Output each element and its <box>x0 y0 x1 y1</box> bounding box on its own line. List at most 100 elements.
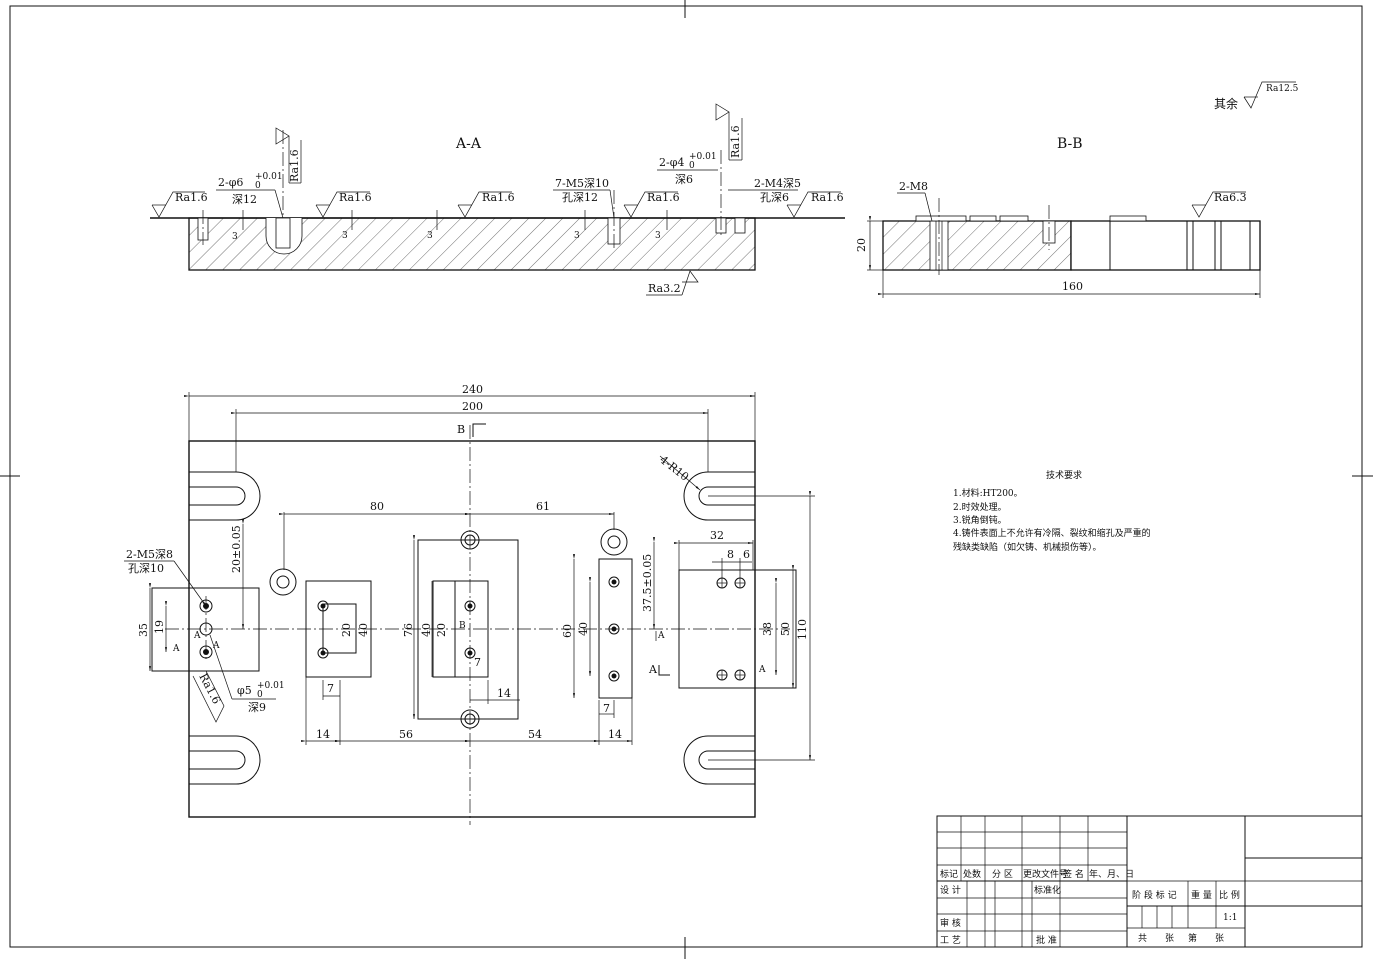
tech-req-item-1: 1.材料:HT200。 <box>953 487 1023 499</box>
plan-phi5-label: φ5 <box>237 684 252 697</box>
dim-60: 60 <box>561 624 574 638</box>
dim-61: 61 <box>536 500 550 513</box>
pad-left <box>151 587 260 672</box>
svg-text:+0.01: +0.01 <box>689 152 717 162</box>
marker-a-mid: A <box>657 631 665 641</box>
dim-14-left: 14 <box>316 728 330 741</box>
tech-req-item-3: 3.锐角倒钝。 <box>953 514 1007 526</box>
marker-a-left-3: A <box>172 644 180 654</box>
tb-sheet-unit2: 张 <box>1215 933 1224 944</box>
svg-text:Ra1.6: Ra1.6 <box>647 191 680 204</box>
tb-design: 设 计 <box>940 884 961 896</box>
slot-top-left <box>189 471 261 521</box>
aa-callout-phi4: 2-φ4 +0.01 0 深6 <box>657 152 718 186</box>
dim-37-5: 37.5±0.05 <box>641 554 654 612</box>
aa-small-dim-2: 3 <box>342 231 348 241</box>
section-aa-title: A-A <box>455 136 482 152</box>
svg-text:0: 0 <box>255 181 261 191</box>
dim-20-tol: 20±0.05 <box>230 525 243 573</box>
bb-length-dim: 160 <box>1062 280 1083 293</box>
aa-roughness-bottom: Ra3.2 <box>646 270 699 296</box>
aa-small-dim-5: 3 <box>655 231 661 241</box>
dim-35: 35 <box>137 623 150 637</box>
dim-76: 76 <box>402 623 415 637</box>
tech-req-item-4: 4.铸件表面上不允许有冷隔、裂纹和缩孔及严重的 <box>953 527 1151 539</box>
svg-text:Ra1.6: Ra1.6 <box>175 191 208 204</box>
plan-phi5-depth: 深9 <box>248 701 266 714</box>
dim-20-center: 20 <box>435 623 448 637</box>
section-aa-view: A-A 3 3 3 3 3 Ra1.6 Ra1.6 <box>150 103 845 296</box>
tb-sheets-unit: 张 <box>1165 933 1174 944</box>
tb-header-zone: 分 区 <box>992 869 1013 880</box>
svg-text:Ra1.6: Ra1.6 <box>339 191 372 204</box>
marker-a-left: A <box>193 631 201 641</box>
dim-7-pad2: 7 <box>327 682 334 695</box>
dim-14-center: 14 <box>497 687 511 700</box>
svg-text:孔深12: 孔深12 <box>562 191 598 204</box>
svg-text:Ra1.6: Ra1.6 <box>482 191 515 204</box>
aa-small-dim-3: 3 <box>427 231 433 241</box>
dim-8: 8 <box>727 548 734 561</box>
slot-top-right <box>683 471 755 521</box>
dim-6: 6 <box>743 548 750 561</box>
dim-54: 54 <box>528 728 542 741</box>
dim-19: 19 <box>153 620 166 634</box>
dim-32: 32 <box>710 529 724 542</box>
tech-req-title: 技术要求 <box>1046 469 1082 481</box>
bb-roughness: Ra6.3 <box>1214 191 1247 204</box>
svg-text:Ra1.6: Ra1.6 <box>288 149 301 182</box>
pad-2 <box>305 580 372 678</box>
tb-sheets-total: 共 <box>1138 933 1147 944</box>
dim-38: 38 <box>761 622 774 636</box>
aa-roughness-1: Ra1.6 <box>151 191 208 218</box>
tb-standard: 标准化 <box>1034 884 1061 896</box>
aa-roughness-4: Ra1.6 <box>623 191 680 218</box>
svg-text:深12: 深12 <box>232 193 257 206</box>
svg-text:2-φ6: 2-φ6 <box>218 176 243 189</box>
aa-small-dim-1: 3 <box>232 232 238 242</box>
general-roughness-label: 其余 <box>1214 96 1238 111</box>
tb-header-mark: 标记 <box>940 868 958 880</box>
marker-b-center: B <box>459 621 466 631</box>
tb-header-sign: 签 名 <box>1063 868 1084 880</box>
dim-110: 110 <box>796 619 809 640</box>
aa-callout-phi6: 2-φ6 +0.01 0 深12 <box>216 172 284 219</box>
svg-text:+0.01: +0.01 <box>255 172 283 182</box>
plan-m5-depth: 孔深10 <box>128 562 164 575</box>
plan-outline <box>188 440 756 818</box>
svg-text:2-M4深5: 2-M4深5 <box>754 177 801 190</box>
technical-requirements: 技术要求 1.材料:HT200。 2.时效处理。 3.锐角倒钝。 4.铸件表面上… <box>953 469 1151 553</box>
aa-small-dim-4: 3 <box>574 231 580 241</box>
tb-ratio: 比 例 <box>1219 889 1240 901</box>
aa-roughness-vertical-right: Ra1.6 <box>715 103 743 161</box>
general-roughness: 其余 Ra12.5 <box>1214 81 1299 111</box>
tb-approve: 批 准 <box>1036 934 1057 946</box>
dim-50: 50 <box>779 622 792 636</box>
plan-roughness: Ra1.6 <box>192 670 225 723</box>
dim-7-pad4: 7 <box>603 702 610 715</box>
dim-56: 56 <box>399 728 413 741</box>
slot-bottom-left <box>189 735 261 785</box>
tb-header-date: 年、月、日 <box>1089 868 1134 880</box>
title-block: 标记 处数 分 区 更改文件号 签 名 年、月、日 设 计 标准化 审 核 工 … <box>936 815 1363 948</box>
aa-roughness-3: Ra1.6 <box>457 191 515 218</box>
section-marker-b: B <box>457 423 465 436</box>
pad-3-outline <box>417 539 519 720</box>
tb-weight: 重 量 <box>1191 889 1212 901</box>
bb-m8-label: 2-M8 <box>899 180 928 193</box>
svg-text:Ra1.6: Ra1.6 <box>811 191 844 204</box>
marker-a-right: A <box>758 665 766 675</box>
plan-phi5-tol: +0.01 <box>257 681 285 691</box>
plan-view: 240 200 B 4-R10 80 61 20±0.05 35 19 A <box>124 383 815 825</box>
tb-stage: 阶 段 标 记 <box>1132 889 1177 901</box>
svg-text:Ra3.2: Ra3.2 <box>648 282 681 295</box>
tech-req-item-2: 2.时效处理。 <box>953 501 1007 513</box>
svg-text:0: 0 <box>689 161 695 171</box>
svg-text:深6: 深6 <box>675 173 693 186</box>
aa-callout-m5: 7-M5深10 孔深12 <box>553 177 615 219</box>
slot-bottom-right <box>683 735 755 785</box>
pad-5 <box>678 569 797 689</box>
section-bb-title: B-B <box>1057 136 1083 152</box>
section-bb-view: B-B 2-M8 Ra6.3 20 160 <box>855 136 1261 298</box>
